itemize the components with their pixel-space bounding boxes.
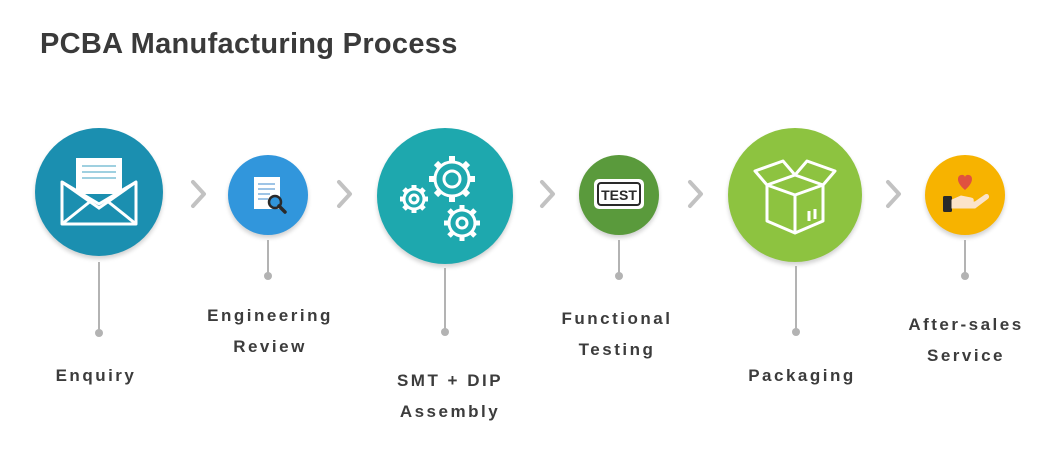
after-sales-service-label: After-sales Service	[866, 309, 1060, 371]
enquiry-label-line1: Enquiry	[55, 366, 137, 385]
functional-testing-connector	[618, 240, 620, 274]
functional-testing-label-line2: Testing	[578, 340, 656, 359]
chevron-right-icon	[337, 180, 352, 208]
engineering-review-label-line1: Engineering	[207, 306, 333, 325]
engineering-review-connector	[267, 240, 269, 274]
test-icon-text: TEST	[601, 187, 637, 203]
chevron-right-icon	[886, 180, 901, 208]
after-sales-service-connector	[964, 240, 966, 274]
box-icon	[753, 159, 837, 235]
engineering-review-circle	[228, 155, 308, 235]
envelope-icon	[60, 158, 138, 226]
enquiry-label: Enquiry	[0, 360, 196, 391]
smt-dip-assembly-label-line2: Assembly	[399, 402, 501, 421]
page-title: PCBA Manufacturing Process	[40, 28, 458, 60]
test-monitor-icon: TEST	[594, 179, 644, 209]
smt-dip-assembly-connector-dot	[441, 328, 449, 336]
smt-dip-assembly-label-line1: SMT + DIP	[396, 371, 504, 390]
engineering-review-connector-dot	[264, 272, 272, 280]
packaging-label-line1: Packaging	[748, 366, 856, 385]
chevron-right-icon	[191, 180, 206, 208]
smt-dip-assembly-circle	[377, 128, 513, 264]
engineering-review-label-line2: Review	[233, 337, 307, 356]
packaging-connector	[795, 266, 797, 330]
enquiry-connector-dot	[95, 329, 103, 337]
enquiry-circle	[35, 128, 163, 256]
packaging-circle	[728, 128, 862, 262]
packaging-connector-dot	[792, 328, 800, 336]
functional-testing-label: Functional Testing	[517, 303, 717, 365]
functional-testing-connector-dot	[615, 272, 623, 280]
document-magnifier-icon	[254, 177, 287, 214]
hand-heart-icon	[943, 174, 989, 212]
after-sales-service-circle	[925, 155, 1005, 235]
engineering-review-label: Engineering Review	[170, 300, 370, 362]
chevron-right-icon	[688, 180, 703, 208]
functional-testing-label-line1: Functional	[561, 309, 673, 328]
smt-dip-assembly-label: SMT + DIP Assembly	[350, 365, 550, 427]
after-sales-service-label-line1: After-sales	[908, 315, 1024, 334]
packaging-label: Packaging	[702, 360, 902, 391]
after-sales-service-connector-dot	[961, 272, 969, 280]
functional-testing-circle: TEST	[579, 155, 659, 235]
after-sales-service-label-line2: Service	[927, 346, 1005, 365]
chevron-right-icon	[540, 180, 555, 208]
gears-icon	[400, 156, 480, 241]
enquiry-connector	[98, 262, 100, 332]
smt-dip-assembly-connector	[444, 268, 446, 330]
